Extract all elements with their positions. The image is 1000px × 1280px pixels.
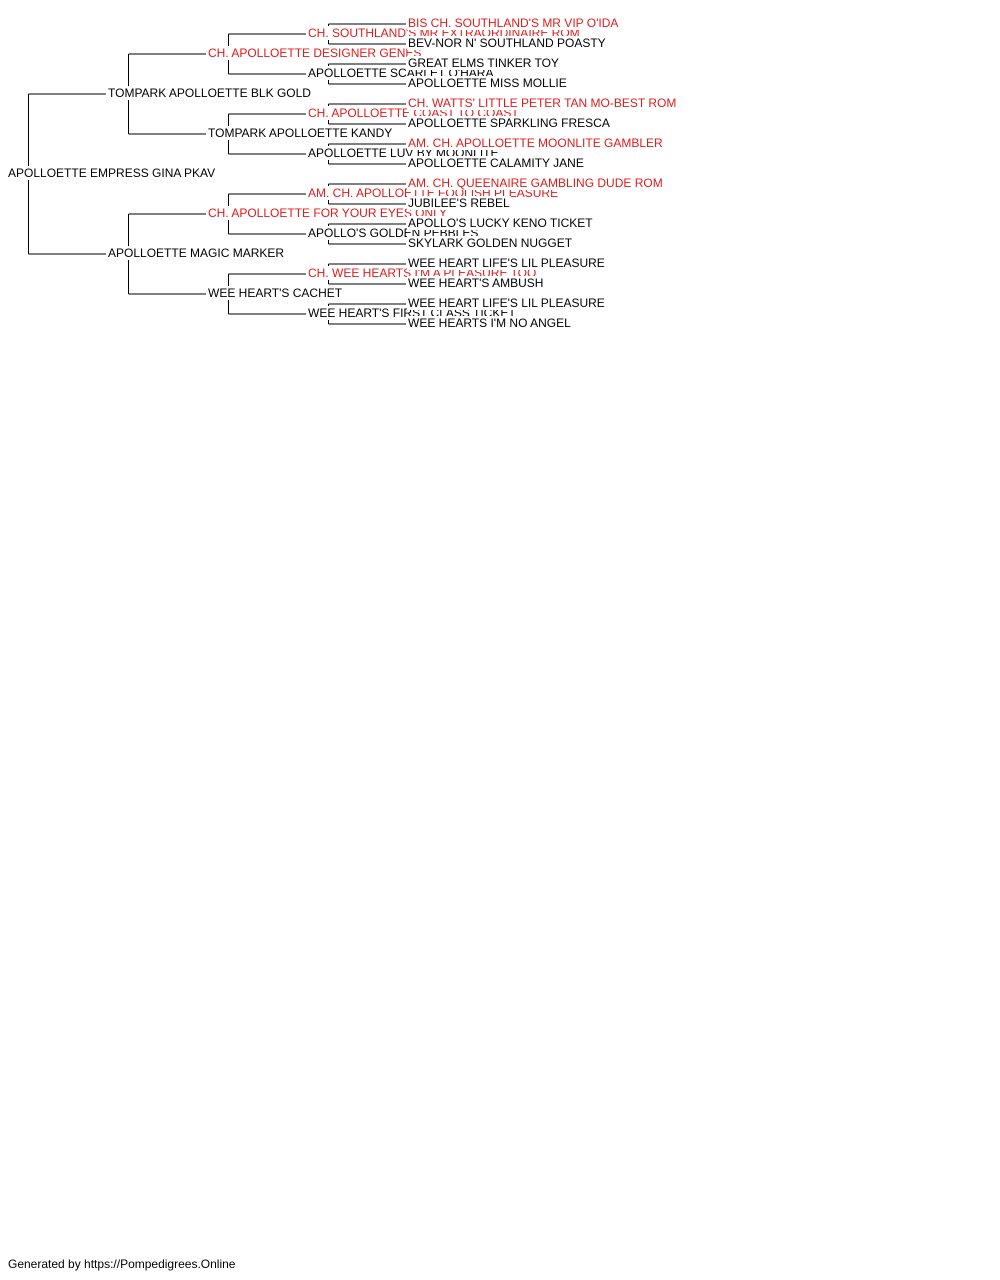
ancestor-name-gen4: AM. CH. QUEENAIRE GAMBLING DUDE ROM [407,176,664,190]
ancestor-name-gen4: WEE HEART'S AMBUSH [407,276,545,290]
ancestor-name-gen1: APOLLOETTE MAGIC MARKER [107,246,286,260]
ancestor-name-gen4: CH. WATTS' LITTLE PETER TAN MO-BEST ROM [407,96,678,110]
ancestor-name-gen4: GREAT ELMS TINKER TOY [407,56,560,70]
ancestor-name-gen2: TOMPARK APOLLOETTE KANDY [207,126,394,140]
ancestor-name-gen4: APOLLOETTE CALAMITY JANE [407,156,585,170]
footer-credit: Generated by https://Pompedigrees.Online [8,1257,236,1271]
ancestor-name-gen4: BIS CH. SOUTHLAND'S MR VIP O'IDA [407,16,620,30]
ancestor-name-gen4: JUBILEE'S REBEL [407,196,511,210]
ancestor-name-gen4: WEE HEART LIFE'S LIL PLEASURE [407,296,606,310]
ancestor-name-gen4: WEE HEART LIFE'S LIL PLEASURE [407,256,606,270]
ancestor-name-gen4: APOLLO'S LUCKY KENO TICKET [407,216,594,230]
ancestor-name-gen4: SKYLARK GOLDEN NUGGET [407,236,574,250]
subject-dog-name: APOLLOETTE EMPRESS GINA PKAV [7,166,217,180]
ancestor-name-gen1: TOMPARK APOLLOETTE BLK GOLD [107,86,312,100]
ancestor-name-gen4: WEE HEARTS I'M NO ANGEL [407,316,572,330]
ancestor-name-gen2: CH. APOLLOETTE FOR YOUR EYES ONLY [207,206,448,220]
ancestor-name-gen4: APOLLOETTE MISS MOLLIE [407,76,568,90]
ancestor-name-gen4: BEV-NOR N' SOUTHLAND POASTY [407,36,607,50]
ancestor-name-gen2: CH. APOLLOETTE DESIGNER GENES [207,46,423,60]
ancestor-name-gen2: WEE HEART'S CACHET [207,286,344,300]
ancestor-name-gen4: AM. CH. APOLLOETTE MOONLITE GAMBLER [407,136,664,150]
ancestor-name-gen4: APOLLOETTE SPARKLING FRESCA [407,116,611,130]
